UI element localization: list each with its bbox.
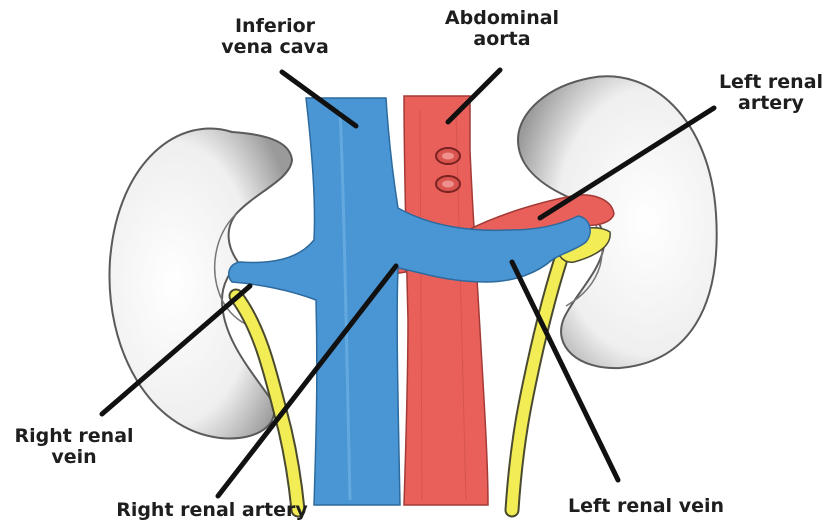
label-right-renal-vein: Right renal vein [6,426,142,468]
label-inferior-vena-cava: Inferior vena cava [210,16,340,58]
label-abdominal-aorta: Abdominal aorta [442,8,562,50]
aorta-branch-opening-lower-inner [442,181,454,188]
label-left-renal-artery: Left renal artery [712,72,830,114]
label-left-renal-vein: Left renal vein [548,496,744,517]
aorta-branch-opening-upper-inner [442,153,454,160]
label-right-renal-artery: Right renal artery [92,500,332,521]
